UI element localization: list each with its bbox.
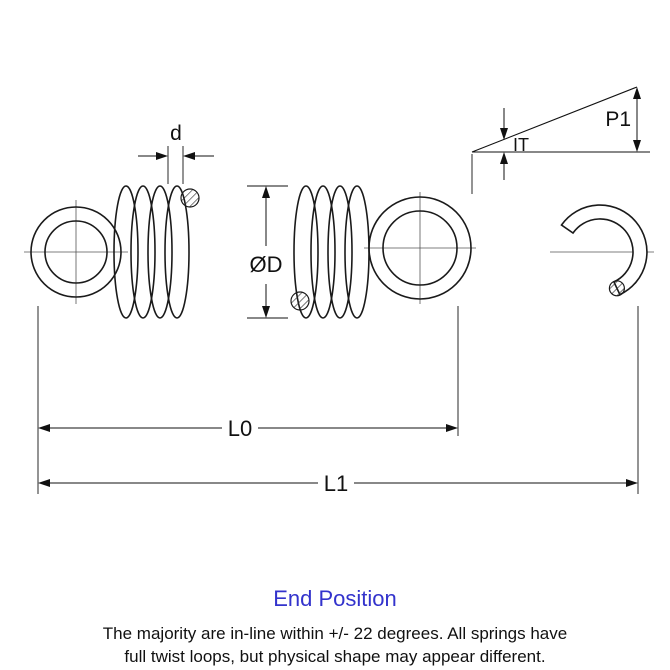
- label-p1: P1: [605, 108, 631, 131]
- label-wire-diameter: d: [170, 122, 182, 145]
- left-coil-body: [113, 185, 190, 319]
- right-hook-loop: [368, 196, 472, 300]
- footnote-line-2: full twist loops, but physical shape may…: [124, 647, 546, 666]
- dim-l1: [38, 306, 639, 494]
- dim-initial-tension: [500, 108, 508, 180]
- label-overall-length: L1: [324, 471, 348, 496]
- label-body-length: L0: [228, 416, 252, 441]
- wire-cross-section-end: [608, 280, 626, 297]
- label-initial-tension: IT: [513, 135, 529, 155]
- left-hook-loop: [30, 206, 122, 298]
- wire-cross-section-left: [180, 188, 200, 208]
- dim-outer-diameter: [247, 185, 288, 319]
- centerlines: [24, 192, 654, 304]
- label-outer-diameter: ØD: [250, 252, 283, 277]
- wire-cross-section-right: [290, 291, 310, 311]
- end-position-title: End Position: [273, 586, 397, 611]
- footnote: The majority are in-line within +/- 22 d…: [0, 622, 670, 668]
- footnote-line-1: The majority are in-line within +/- 22 d…: [102, 624, 568, 643]
- dim-wire-diameter: [138, 146, 214, 184]
- dim-p1-construction: [471, 86, 650, 194]
- spring-technical-drawing: d ØD P1 IT: [24, 86, 654, 496]
- end-position-hook: [560, 204, 648, 297]
- dim-l0: [37, 306, 459, 494]
